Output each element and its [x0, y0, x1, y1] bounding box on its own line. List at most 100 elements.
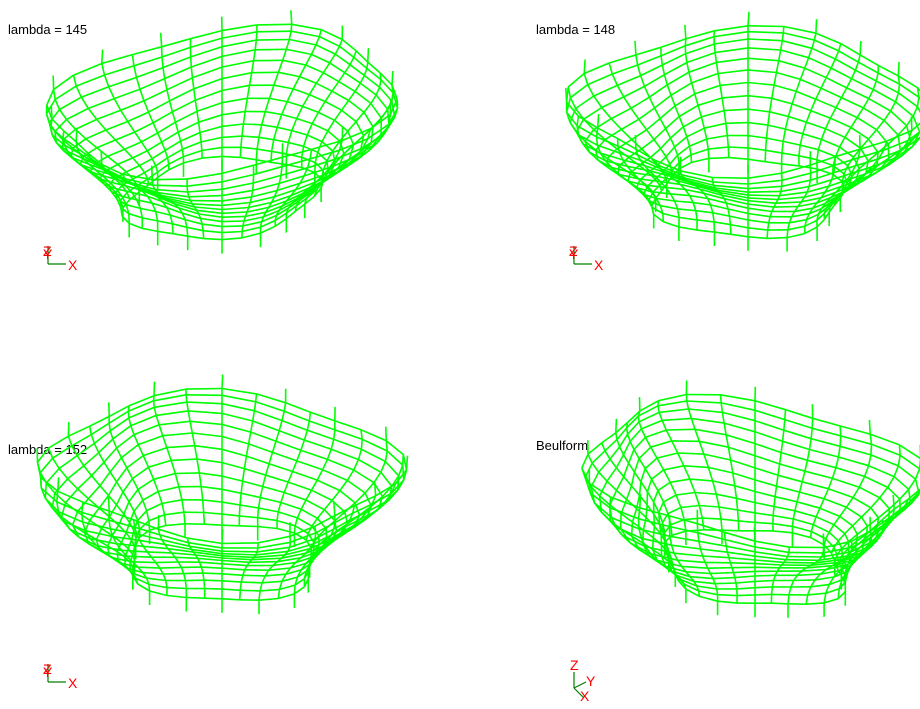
mesh-edge — [197, 459, 222, 463]
mesh-edge — [360, 76, 364, 84]
mesh-edge — [160, 535, 189, 543]
mesh-edge — [699, 506, 702, 519]
mesh-edge — [779, 61, 805, 68]
mesh-edge — [602, 97, 624, 108]
mesh-edge — [162, 503, 165, 514]
mesh-edge — [201, 567, 222, 568]
mesh-edge — [718, 74, 720, 86]
mesh-edge — [690, 479, 695, 492]
mesh-edge — [273, 452, 297, 461]
mesh-edge — [738, 510, 739, 521]
mesh-edge — [250, 197, 274, 203]
mesh-edge — [195, 446, 222, 450]
mesh-edge — [679, 117, 683, 127]
mesh-edge — [100, 472, 110, 486]
mesh-edge — [624, 441, 631, 454]
mesh-edge — [117, 468, 127, 482]
mesh-edge — [342, 101, 349, 111]
mesh-edge — [240, 505, 259, 508]
mesh-edge — [118, 164, 127, 172]
mesh-edge — [317, 480, 340, 491]
mesh-edge — [620, 447, 624, 455]
mesh-edge — [628, 173, 630, 181]
mesh-edge — [675, 106, 679, 117]
mesh-edge — [695, 429, 726, 435]
mesh-edge — [582, 454, 588, 468]
mesh-edge — [687, 137, 690, 146]
mesh-edge — [641, 429, 645, 438]
mesh-edge — [658, 491, 664, 503]
mesh-edge — [695, 429, 699, 441]
mesh-edge — [724, 111, 726, 124]
mesh-edge — [813, 418, 841, 426]
mesh-edge — [671, 525, 672, 536]
mesh-edge — [771, 603, 788, 604]
mesh-edge — [149, 460, 172, 467]
mesh-edge — [691, 418, 695, 429]
mesh-edge — [795, 502, 797, 511]
axis-label-y: Y — [586, 673, 596, 689]
mesh-edge — [72, 435, 92, 446]
mesh-edge — [186, 395, 187, 402]
mesh-edge — [349, 91, 355, 100]
mesh-edge — [835, 51, 838, 59]
mesh-edge — [826, 532, 829, 539]
mesh-edge — [654, 214, 664, 221]
mesh-edge — [748, 48, 781, 50]
mesh-edge — [846, 498, 853, 508]
mesh-edge — [616, 468, 623, 477]
mesh-edge — [785, 117, 788, 130]
mesh-edge — [826, 68, 831, 78]
mesh-edge — [748, 186, 782, 188]
mesh-edge — [167, 78, 193, 90]
mesh-edge — [129, 223, 142, 228]
mesh-edge — [307, 135, 322, 142]
mesh-edge — [684, 466, 709, 468]
axis-label-y: Y — [43, 246, 53, 262]
mesh-edge — [253, 175, 281, 183]
mesh-edge — [67, 120, 76, 130]
mesh-edge — [244, 456, 246, 469]
mesh-edge — [144, 90, 167, 101]
mesh-edge — [297, 509, 301, 518]
mesh-edge — [132, 55, 134, 66]
mesh-edge — [697, 220, 714, 222]
mesh-edge — [385, 462, 398, 476]
mesh-edge — [307, 124, 312, 135]
mesh-edge — [695, 493, 699, 506]
mesh-edge — [335, 110, 342, 120]
mesh-edge — [257, 137, 259, 149]
mesh-edge — [250, 73, 252, 86]
mesh-edge — [692, 83, 695, 94]
mesh-edge — [175, 557, 198, 558]
mesh-edge — [184, 573, 203, 574]
mesh-edge — [899, 445, 900, 455]
mesh-edge — [198, 558, 222, 560]
mesh-edge — [128, 122, 135, 133]
mesh-edge — [840, 507, 847, 516]
mesh-edge — [143, 573, 163, 574]
mesh-edge — [222, 463, 244, 469]
mesh-edge — [334, 502, 335, 516]
mesh-edge — [738, 521, 755, 523]
mesh-edge — [143, 456, 148, 468]
mesh-edge — [328, 120, 335, 131]
mesh-edge — [222, 175, 254, 182]
mesh-edge — [690, 146, 692, 155]
mesh-edge — [716, 62, 718, 73]
mesh-edge — [94, 431, 110, 444]
mesh-edge — [639, 459, 645, 469]
mesh-edge — [123, 492, 129, 502]
mesh-edge — [63, 131, 64, 138]
mesh-edge — [109, 482, 117, 496]
mesh-edge — [624, 97, 631, 108]
mesh-edge — [721, 395, 756, 401]
mesh-edge — [381, 462, 386, 473]
mesh-edge — [109, 406, 129, 417]
mesh-edge — [671, 83, 692, 96]
mesh-edge — [66, 503, 78, 512]
mesh-edge — [222, 554, 256, 555]
mesh-edge — [361, 430, 362, 440]
mesh-edge — [720, 83, 748, 86]
mesh-edge — [187, 186, 188, 192]
